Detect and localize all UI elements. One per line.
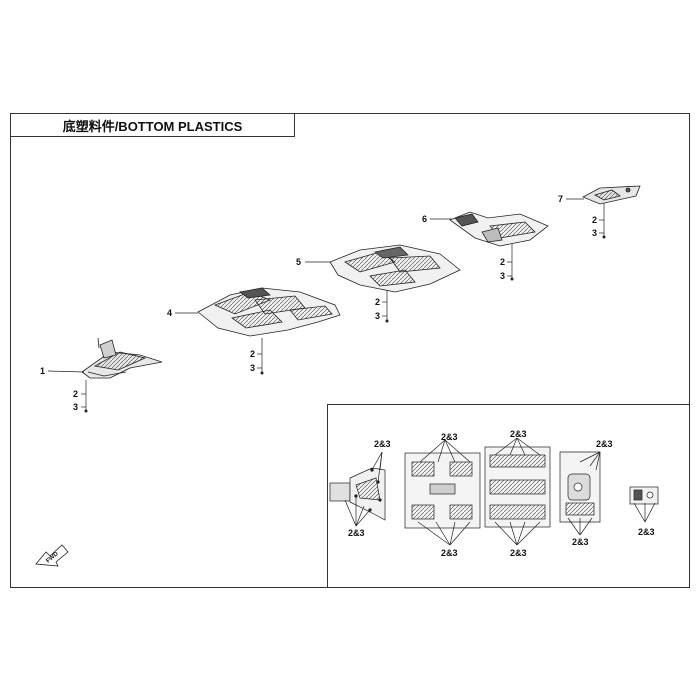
- detail-label-c-top: 2&3: [510, 429, 527, 439]
- detail-part-5: [484, 437, 551, 546]
- callout-5-label: 5: [296, 257, 301, 267]
- detail-label-d-bottom: 2&3: [572, 537, 589, 547]
- callout-1-fastener-2: 2: [73, 389, 78, 399]
- part-4-center-skid-plate: [197, 287, 341, 337]
- detail-part-7: [629, 486, 659, 523]
- page-title: 底塑料件/BOTTOM PLASTICS: [62, 118, 243, 134]
- detail-label-a-bottom: 2&3: [348, 528, 365, 538]
- callout-7-label: 7: [558, 194, 563, 204]
- part-5-mid-skid-plate: [329, 244, 461, 293]
- callout-1-fastener-3: 3: [73, 402, 78, 412]
- callout-7-fastener-2: 2: [592, 215, 597, 225]
- callout-6: 6 2 3: [422, 214, 514, 281]
- detail-label-e: 2&3: [638, 527, 655, 537]
- callout-6-fastener-3: 3: [500, 271, 505, 281]
- detail-label-b-top: 2&3: [441, 432, 458, 442]
- detail-part-6: [559, 451, 601, 536]
- detail-label-c-bottom: 2&3: [510, 548, 527, 558]
- callout-5-fastener-3: 3: [375, 311, 380, 321]
- detail-part-4: [404, 439, 481, 546]
- detail-label-d-top: 2&3: [596, 439, 613, 449]
- callout-4-label: 4: [167, 308, 172, 318]
- callout-5: 5 2 3: [296, 257, 389, 323]
- callout-6-label: 6: [422, 214, 427, 224]
- detail-label-b-bottom: 2&3: [441, 548, 458, 558]
- detail-part-1: [329, 451, 386, 527]
- callout-4-fastener-2: 2: [250, 349, 255, 359]
- callout-1: 1 2 3: [40, 366, 88, 413]
- callout-7-fastener-3: 3: [592, 228, 597, 238]
- part-7-small-guard-plate: [582, 185, 641, 205]
- part-1-front-skid-plate: [81, 337, 163, 379]
- callout-4-fastener-3: 3: [250, 363, 255, 373]
- callout-5-fastener-2: 2: [375, 297, 380, 307]
- detail-view-box: [327, 404, 690, 588]
- title-box: 底塑料件/BOTTOM PLASTICS: [10, 113, 295, 137]
- forward-direction-arrow: FWD: [35, 544, 69, 567]
- callout-6-fastener-2: 2: [500, 257, 505, 267]
- callout-7: 7 2 3: [558, 194, 606, 239]
- callout-1-label: 1: [40, 366, 45, 376]
- callout-4: 4 2 3: [167, 308, 264, 375]
- detail-label-a-top: 2&3: [374, 439, 391, 449]
- part-6-rear-skid-plate: [449, 211, 549, 247]
